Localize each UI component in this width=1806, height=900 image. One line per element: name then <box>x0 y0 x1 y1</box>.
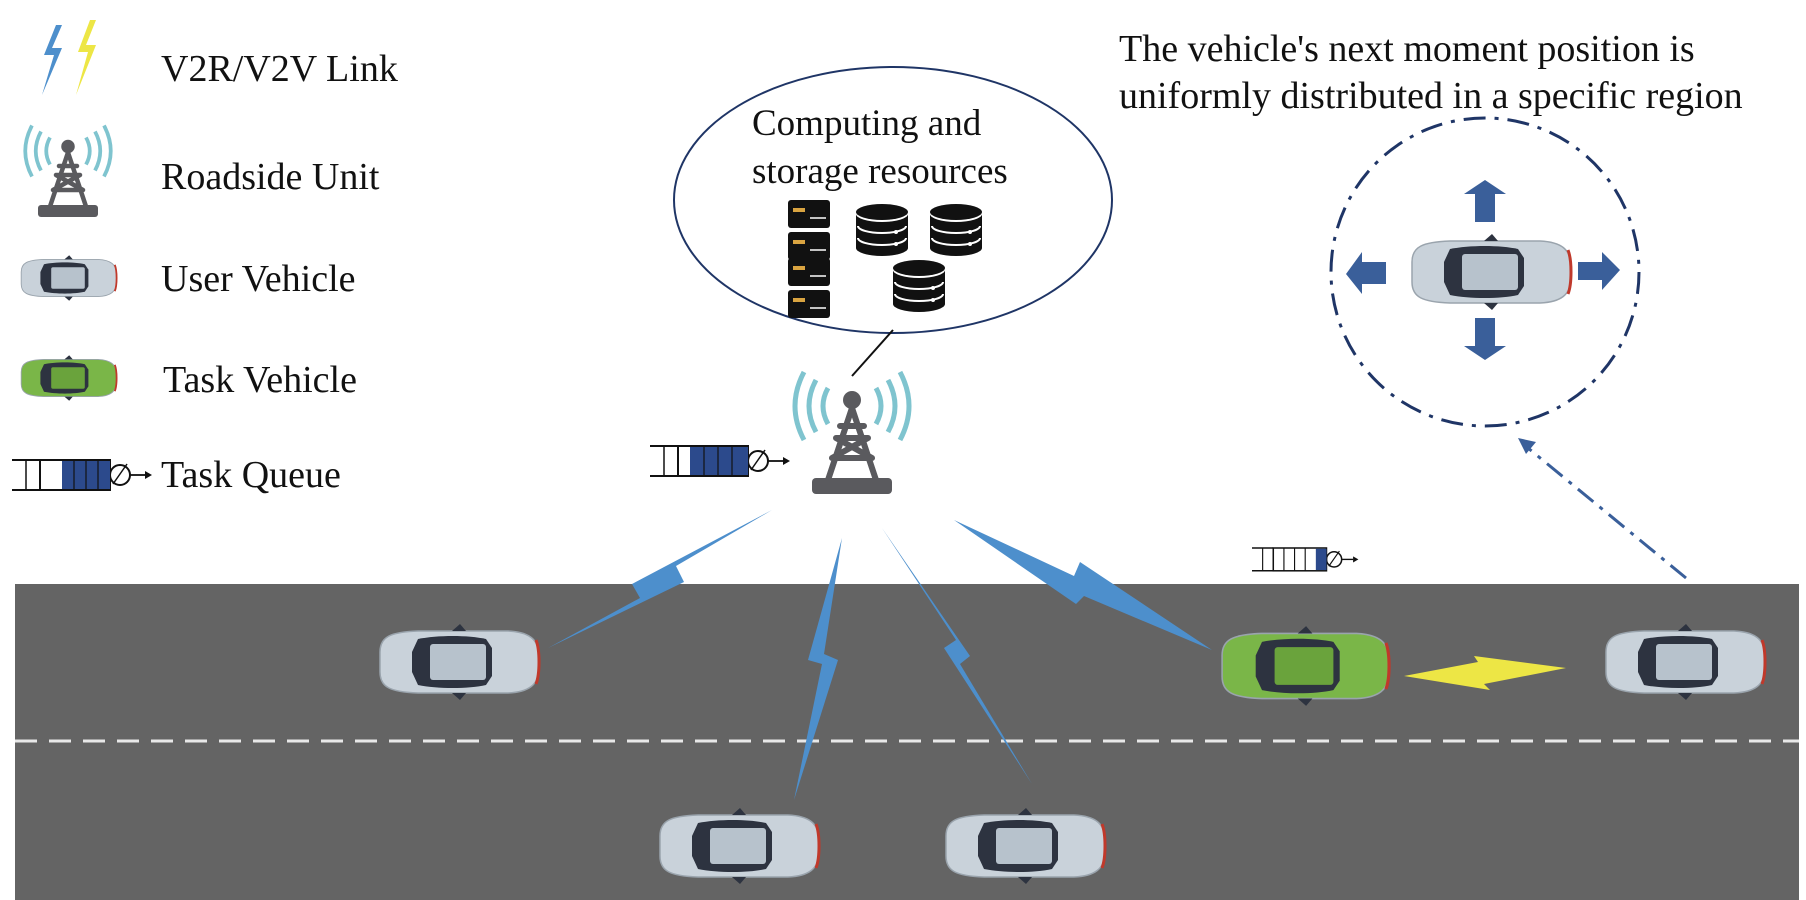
tower-icon <box>25 126 111 218</box>
mobility-region <box>1329 116 1641 428</box>
legend-label-rsu: Roadside Unit <box>161 156 380 198</box>
queue-icon <box>11 459 153 491</box>
mobility-note-line1: The vehicle's next moment position is <box>1119 28 1695 70</box>
rsu-task-queue <box>649 445 791 477</box>
roadside-unit <box>795 372 909 494</box>
legend-label-user-vehicle: User Vehicle <box>161 258 356 300</box>
server-icon <box>787 257 831 319</box>
task-vehicle <box>1220 624 1391 708</box>
user-vehicle <box>944 806 1107 886</box>
arrow-icon <box>1518 438 1536 454</box>
user-vehicle <box>658 806 821 886</box>
database-icon <box>855 203 909 257</box>
task-vehicle-icon <box>20 354 118 402</box>
database-icon <box>929 203 983 257</box>
bubble-pointer <box>851 329 894 377</box>
arrow-icon <box>1346 180 1620 360</box>
server-icon <box>787 199 831 261</box>
v2v-link <box>1404 656 1566 690</box>
user-vehicle <box>1604 622 1767 702</box>
legend-label-link: V2R/V2V Link <box>161 48 398 90</box>
user-vehicle-icon <box>20 254 118 302</box>
mobility-note-line2: uniformly distributed in a specific regi… <box>1119 75 1743 117</box>
lightning-icon <box>42 20 96 95</box>
legend-label-task-queue: Task Queue <box>161 454 341 496</box>
bubble-text-line2: storage resources <box>752 151 1008 192</box>
resource-bubble <box>673 66 1113 334</box>
mobility-pointer <box>1527 446 1687 580</box>
legend-label-task-vehicle: Task Vehicle <box>163 359 357 401</box>
database-icon <box>892 259 946 313</box>
user-vehicle <box>378 622 541 702</box>
task-vehicle-queue <box>1251 547 1360 572</box>
v2r-link <box>548 510 1212 800</box>
bubble-text-line1: Computing and <box>752 103 982 144</box>
user-vehicle <box>1410 232 1573 312</box>
